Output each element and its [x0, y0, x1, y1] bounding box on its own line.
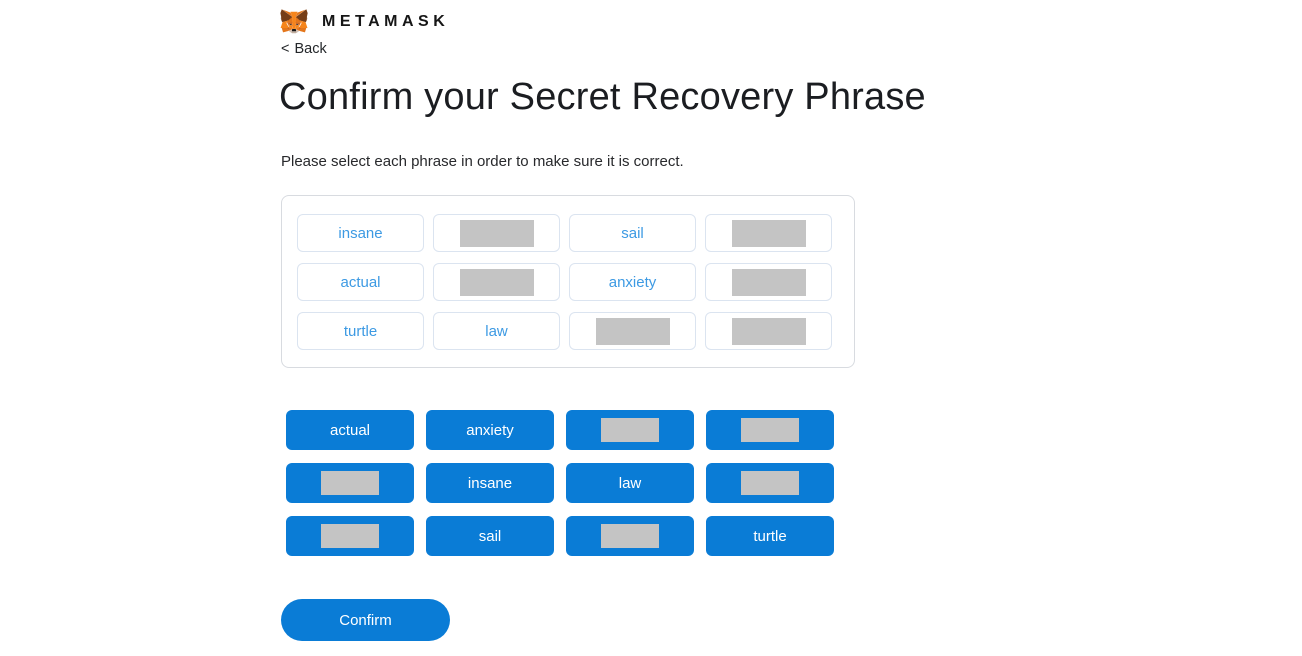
word-button-label: anxiety — [466, 421, 514, 439]
redacted-word — [459, 268, 534, 296]
word-button-label: insane — [467, 474, 513, 492]
phrase-slot-label: anxiety — [608, 273, 657, 291]
word-button-label: sail — [478, 527, 502, 545]
phrase-slot-label: law — [485, 322, 508, 340]
instruction-text: Please select each phrase in order to ma… — [281, 153, 684, 170]
phrase-slot-label: insane — [338, 224, 383, 242]
word-button-label: turtle — [753, 527, 787, 545]
word-button[interactable] — [566, 410, 694, 450]
word-button[interactable] — [706, 410, 834, 450]
page-title: Confirm your Secret Recovery Phrase — [279, 76, 926, 118]
phrase-slot[interactable] — [569, 312, 696, 350]
metamask-wordmark: METAMASK — [322, 13, 450, 30]
phrase-slot[interactable] — [433, 263, 560, 301]
word-button-label: law — [618, 474, 642, 492]
back-chevron-icon: < — [281, 41, 290, 57]
redacted-word — [741, 418, 799, 442]
word-button[interactable] — [286, 516, 414, 556]
redacted-word — [459, 219, 534, 247]
phrase-slot[interactable] — [705, 214, 832, 252]
phrase-slot[interactable]: turtle — [297, 312, 424, 350]
metamask-fox-icon — [280, 9, 308, 34]
phrase-slot-label: sail — [621, 224, 644, 242]
redacted-word — [731, 317, 806, 345]
brand: METAMASK — [277, 6, 449, 38]
word-button[interactable]: insane — [426, 463, 554, 503]
phrase-slot[interactable]: actual — [297, 263, 424, 301]
word-button[interactable] — [566, 516, 694, 556]
back-label: Back — [294, 41, 327, 57]
word-button-label: actual — [329, 421, 371, 439]
back-link[interactable]: < Back — [281, 41, 327, 57]
phrase-slot[interactable]: sail — [569, 214, 696, 252]
selected-phrase-grid: insane sail actual anxiety turtle law — [297, 214, 832, 350]
redacted-word — [741, 471, 799, 495]
word-button[interactable]: law — [566, 463, 694, 503]
redacted-word — [601, 524, 659, 548]
confirm-button[interactable]: Confirm — [281, 599, 450, 641]
word-button[interactable]: actual — [286, 410, 414, 450]
phrase-slot[interactable]: insane — [297, 214, 424, 252]
word-button[interactable]: anxiety — [426, 410, 554, 450]
phrase-slot-label: actual — [340, 273, 381, 291]
redacted-word — [321, 471, 379, 495]
phrase-slot[interactable] — [433, 214, 560, 252]
word-button[interactable] — [706, 463, 834, 503]
redacted-word — [595, 317, 670, 345]
redacted-word — [731, 268, 806, 296]
word-button[interactable]: turtle — [706, 516, 834, 556]
phrase-slot[interactable]: law — [433, 312, 560, 350]
word-button[interactable]: sail — [426, 516, 554, 556]
word-bank: actual anxiety insane law sail turtle — [286, 410, 834, 556]
selected-phrase-box: insane sail actual anxiety turtle law — [281, 195, 855, 368]
phrase-slot[interactable]: anxiety — [569, 263, 696, 301]
redacted-word — [321, 524, 379, 548]
phrase-slot[interactable] — [705, 263, 832, 301]
word-button[interactable] — [286, 463, 414, 503]
phrase-slot-label: turtle — [343, 322, 378, 340]
redacted-word — [731, 219, 806, 247]
phrase-slot[interactable] — [705, 312, 832, 350]
redacted-word — [601, 418, 659, 442]
